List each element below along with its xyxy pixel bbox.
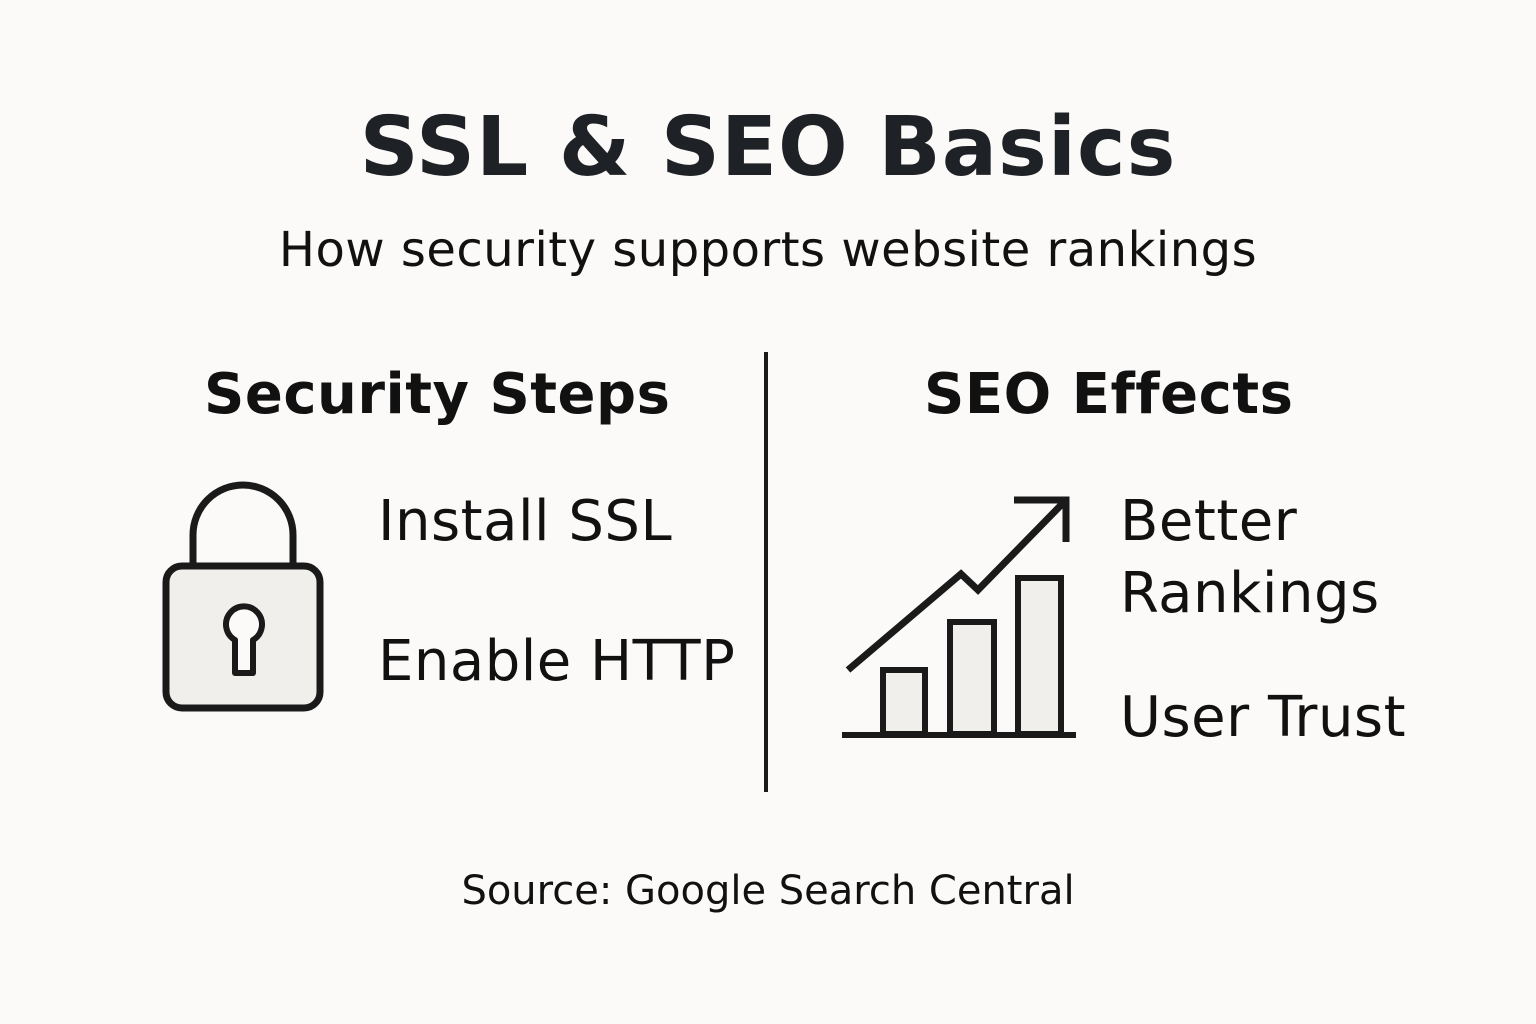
security-steps-heading: Security Steps bbox=[204, 362, 671, 427]
seo-effects-heading: SEO Effects bbox=[924, 362, 1294, 427]
page-title: SSL & SEO Basics bbox=[359, 100, 1177, 195]
vertical-divider bbox=[764, 352, 768, 792]
growth-bar-chart-icon bbox=[838, 490, 1083, 740]
page-subtitle: How security supports website rankings bbox=[278, 222, 1258, 278]
padlock-icon bbox=[160, 480, 330, 720]
seo-effect-rankings: Rankings bbox=[1120, 561, 1380, 626]
security-step-install-ssl: Install SSL bbox=[378, 489, 673, 554]
source-citation: Source: Google Search Central bbox=[461, 868, 1075, 914]
seo-effect-better: Better bbox=[1120, 489, 1298, 554]
security-step-enable-http: Enable HTTP bbox=[378, 629, 736, 694]
seo-effect-user-trust: User Trust bbox=[1120, 685, 1407, 750]
